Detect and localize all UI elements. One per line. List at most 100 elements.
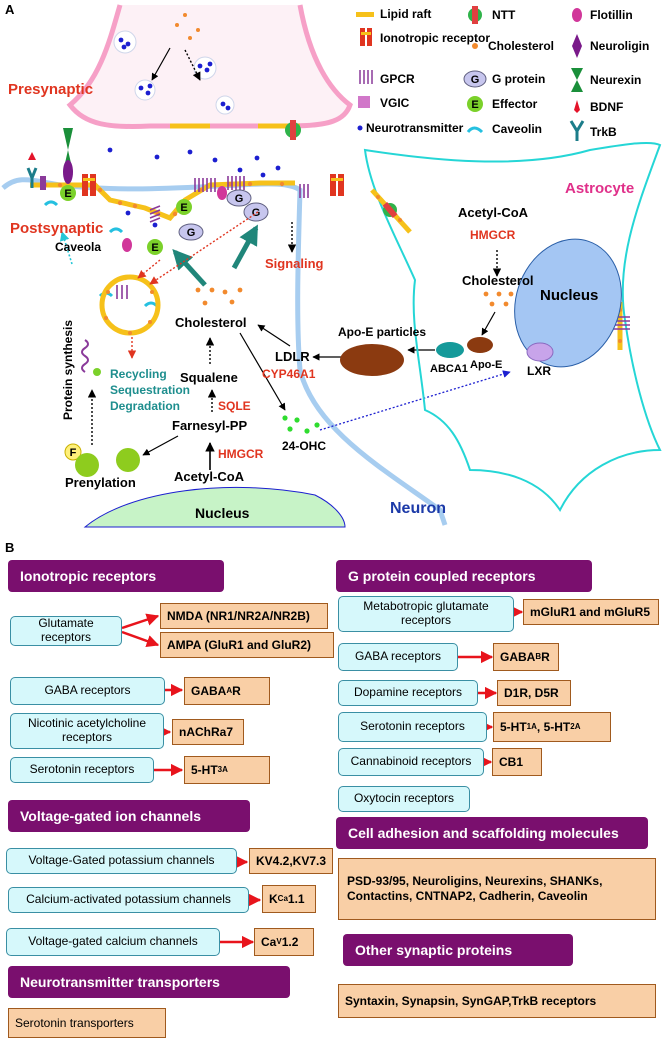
label-astrocyte: Astrocyte	[565, 180, 634, 197]
arrow-astro-cholesterol-apoe	[481, 311, 496, 336]
cat-glutamate-ionotropic: Glutamate receptors	[10, 616, 122, 646]
svg-text:E: E	[471, 99, 478, 111]
svg-text:G: G	[252, 207, 261, 219]
label-sqle: SQLE	[218, 399, 251, 413]
arrow-vesicle-dotted	[184, 49, 201, 81]
label-nucleus-astro: Nucleus	[540, 287, 598, 304]
presynaptic-ntt	[285, 120, 301, 140]
legend-g-protein: G G protein	[463, 70, 545, 88]
label-recycling: Recycling	[110, 367, 167, 381]
effector-3: E	[147, 239, 163, 255]
flotillin	[122, 186, 227, 252]
protein-synthesis-arrow	[59, 231, 73, 265]
prenyl-group	[64, 443, 82, 461]
apo-e-particle	[340, 344, 404, 376]
sub-other-list: Syntaxin, Synapsin, SynGAP,TrkB receptor…	[338, 984, 656, 1018]
sub-mglur: mGluR1 and mGluR5	[523, 599, 659, 625]
panel-a-letter: A	[5, 2, 15, 17]
svg-text:G protein: G protein	[492, 72, 545, 86]
label-cholesterol-neuron: Cholesterol	[175, 315, 247, 330]
cat-vg-calcium: Voltage-gated calcium channels	[6, 928, 220, 956]
label-acetyl-coa-astro: Acetyl-CoA	[458, 205, 529, 220]
svg-text:Neuroligin: Neuroligin	[590, 39, 649, 53]
label-lxr: LXR	[527, 364, 551, 378]
sub-serotonin-transporters: Serotonin transporters	[8, 1008, 166, 1038]
sub-cb1: CB1	[492, 748, 542, 776]
cleft-neurotransmitters	[107, 147, 281, 228]
arrow-vesicle-solid	[151, 47, 171, 81]
label-hmgcr-neuron: HMGCR	[218, 447, 264, 461]
label-postsynaptic: Postsynaptic	[10, 220, 103, 237]
header-vgic: Voltage-gated ion channels	[8, 800, 250, 832]
label-farnesyl-pp: Farnesyl-PP	[172, 418, 247, 433]
cat-vg-potassium: Voltage-Gated potassium channels	[6, 848, 237, 874]
legend-neuroligin: Neuroligin	[572, 34, 649, 58]
prenyl-dot	[93, 368, 101, 376]
legend: Lipid raft Ionotropic receptor GPCR VGIC…	[356, 6, 649, 141]
header-ntt: Neurotransmitter transporters	[8, 966, 290, 998]
svg-text:G: G	[471, 74, 480, 86]
teal-arrow-2	[231, 224, 259, 270]
legend-ionotropic-text: Ionotropic receptor	[380, 31, 490, 45]
legend-lipid-raft: Lipid raft	[356, 7, 431, 21]
svg-text:Ionotropic receptor: Ionotropic receptor	[380, 31, 490, 45]
svg-text:Neurotransmitter: Neurotransmitter	[366, 121, 464, 135]
astrocyte-membrane	[363, 141, 662, 512]
abca1-shape	[436, 342, 464, 358]
prenyl-letter: F	[70, 447, 77, 459]
label-neuron: Neuron	[390, 500, 446, 517]
svg-text:Caveolin: Caveolin	[492, 122, 542, 136]
cat-dopamine: Dopamine receptors	[338, 680, 478, 706]
legend-vgic: VGIC	[358, 96, 410, 110]
endocytic-vesicle	[99, 274, 161, 336]
neuron-cholesterol	[195, 287, 243, 306]
label-caveola: Caveola	[55, 240, 101, 254]
gpcrs	[116, 176, 309, 299]
legend-cholesterol: Cholesterol	[472, 39, 554, 53]
panel-b-letter: B	[5, 540, 15, 555]
astro-raft-dots-1	[376, 195, 402, 222]
svg-text:E: E	[180, 202, 187, 214]
teal-arrow-1	[172, 249, 207, 287]
bdnf-trkb	[26, 152, 46, 190]
astro-cholesterol	[483, 291, 514, 307]
header-other: Other synaptic proteins	[343, 934, 573, 966]
apo-e-shape	[467, 337, 493, 353]
sub-adhesion-list: PSD-93/95, Neuroligins, Neurexins, SHANK…	[338, 858, 656, 920]
cat-serotonin-ionotropic: Serotonin receptors	[10, 757, 154, 783]
arrow-ldlr-cholesterol	[257, 324, 291, 347]
cat-serotonin-gpcr: Serotonin receptors	[338, 712, 487, 742]
svg-text:TrkB: TrkB	[590, 125, 617, 139]
label-sequestration: Sequestration	[110, 383, 190, 397]
sub-nmda: NMDA (NR1/NR2A/NR2B)	[160, 603, 328, 629]
label-hmgcr-astro: HMGCR	[470, 228, 516, 242]
svg-text:Cholesterol: Cholesterol	[488, 39, 554, 53]
vesicle-neurotransmitters	[118, 37, 231, 111]
sub-d1r-d5r: D1R, D5R	[497, 680, 571, 706]
neurexin-neuroligin	[63, 128, 73, 184]
arrow-24ohc-lxr	[319, 370, 511, 431]
label-protein-synthesis: Protein synthesis	[61, 320, 75, 420]
label-abca1: ABCA1	[430, 363, 468, 375]
arrow-farnesyl-to-prenylation	[142, 435, 179, 456]
cat-cannabinoid: Cannabinoid receptors	[338, 748, 484, 776]
g-protein-1: G	[226, 189, 252, 207]
cat-gaba-ionotropic: GABA receptors	[10, 677, 165, 705]
ohc-dots	[282, 415, 320, 434]
label-cyp46a1: CYP46A1	[262, 367, 316, 381]
header-adhesion: Cell adhesion and scaffolding molecules	[336, 817, 648, 849]
svg-text:G: G	[235, 193, 244, 205]
svg-text:Lipid raft: Lipid raft	[380, 7, 431, 21]
legend-trkb: TrkB	[569, 120, 617, 141]
svg-text:GPCR: GPCR	[380, 72, 415, 86]
arrow-cholesterol-24ohc	[239, 332, 286, 411]
svg-text:G: G	[187, 227, 196, 239]
legend-flotillin: Flotillin	[572, 8, 633, 22]
g-protein-3: G	[178, 223, 204, 241]
label-signaling: Signaling	[265, 256, 324, 271]
ionotropic-receptor-1	[82, 174, 96, 196]
